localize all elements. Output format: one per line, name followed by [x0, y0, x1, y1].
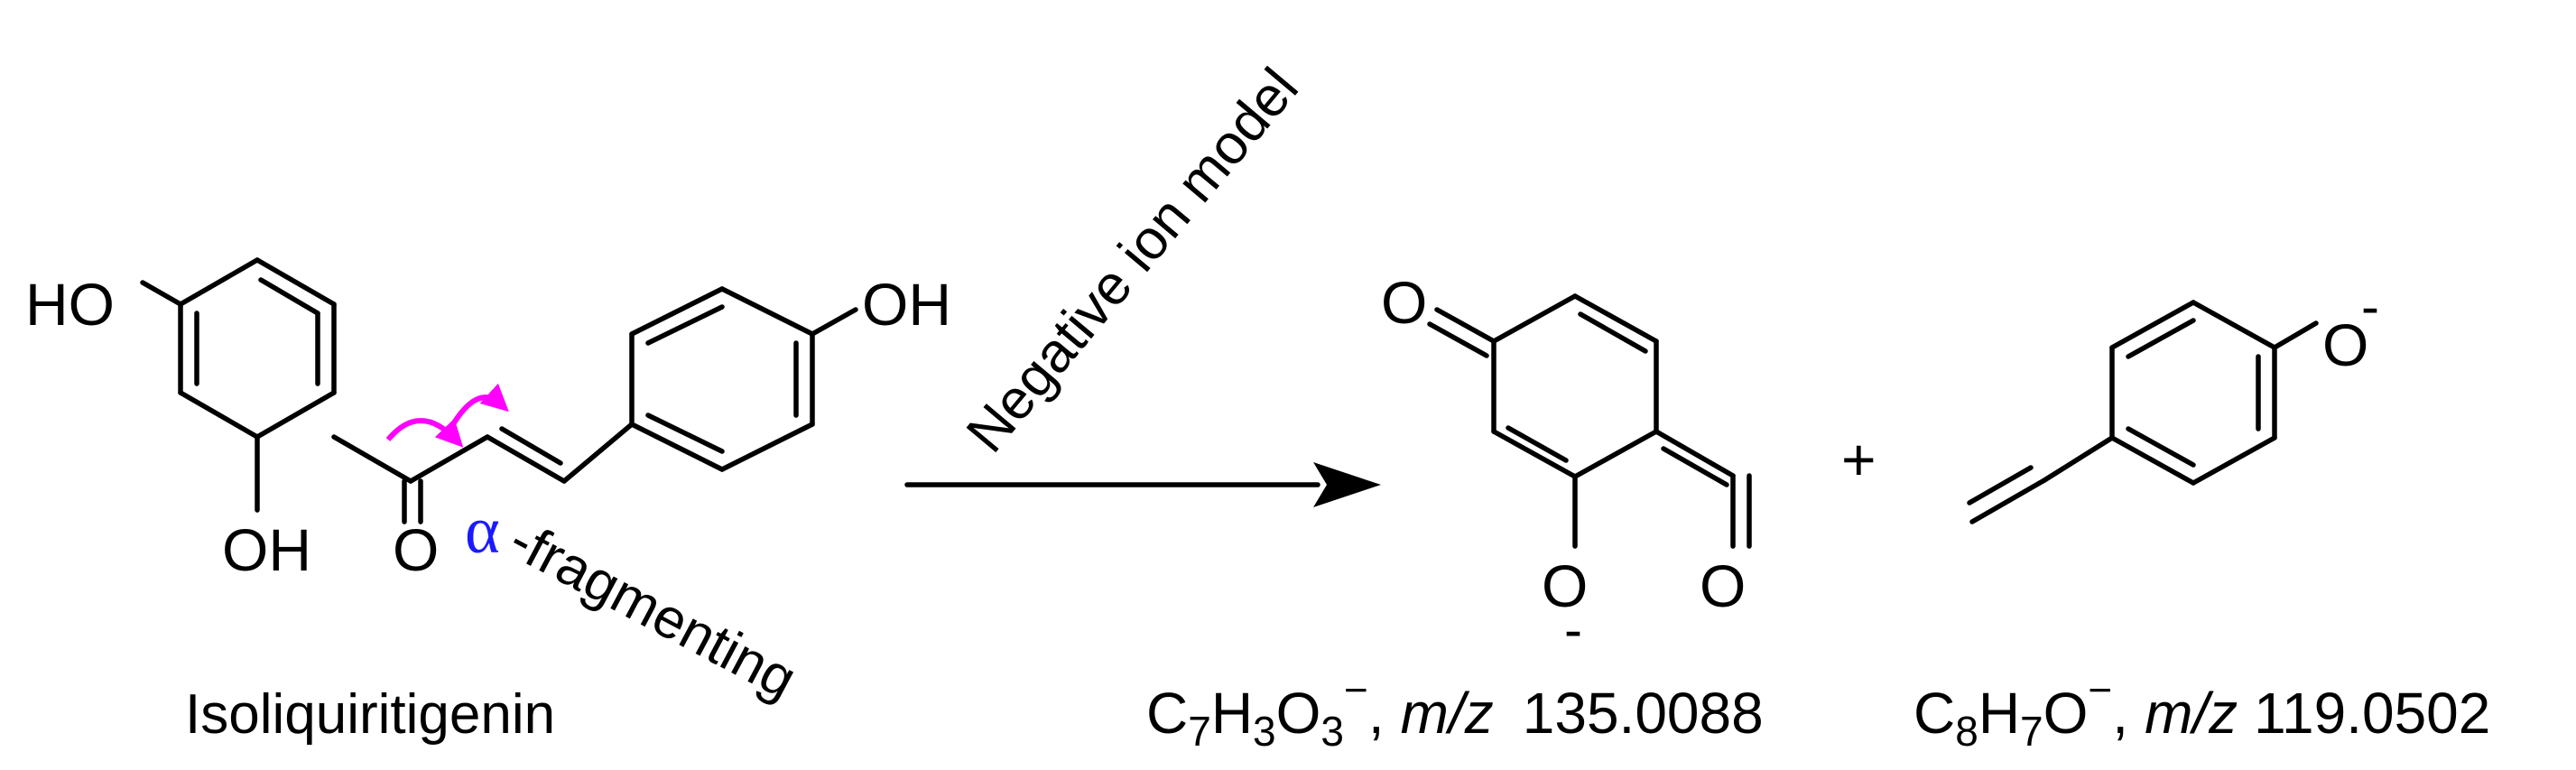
oh-bottom-label: OH	[222, 516, 311, 583]
bond-beta-ring	[561, 422, 635, 484]
right-ring	[629, 286, 815, 472]
ketone-o-label: O	[393, 516, 439, 583]
reaction-arrow: Negative ion model	[904, 57, 1381, 507]
bond-oh-right	[810, 307, 858, 337]
product1-o-bottom-label: O	[1700, 552, 1746, 619]
isoliquiritigenin-structure: HO OH O OH α -fragment	[25, 257, 951, 746]
alpha-symbol: α	[465, 494, 500, 568]
arrow-condition-label: Negative ion model	[955, 57, 1311, 464]
electron-arrow-left	[385, 418, 464, 448]
bond-ho-left	[140, 280, 183, 307]
left-ring	[178, 257, 337, 440]
bond-alpha-beta-double	[499, 426, 563, 466]
product2-ring	[2109, 300, 2277, 486]
product2-o-anion-label: O	[2322, 311, 2368, 378]
product1-ring	[1491, 293, 1659, 479]
bond-carbonyl-alpha	[408, 434, 490, 484]
product1-o-top-label: O	[1381, 269, 1427, 336]
product2-charge: -	[2361, 276, 2379, 337]
oh-right-label: OH	[862, 271, 951, 338]
product1-charge: -	[1564, 599, 1582, 660]
alpha-fragmenting-label: -fragmenting	[499, 508, 806, 710]
ho-left-label: HO	[25, 271, 115, 338]
bond-alpha-beta	[485, 434, 567, 484]
plus-sign: +	[1841, 426, 1876, 493]
electron-arrow-right	[450, 383, 509, 426]
reactant-name: Isoliquiritigenin	[185, 683, 555, 746]
bond-ring-carbonyl	[331, 434, 413, 484]
product1-o-anion-label: O	[1542, 552, 1588, 619]
